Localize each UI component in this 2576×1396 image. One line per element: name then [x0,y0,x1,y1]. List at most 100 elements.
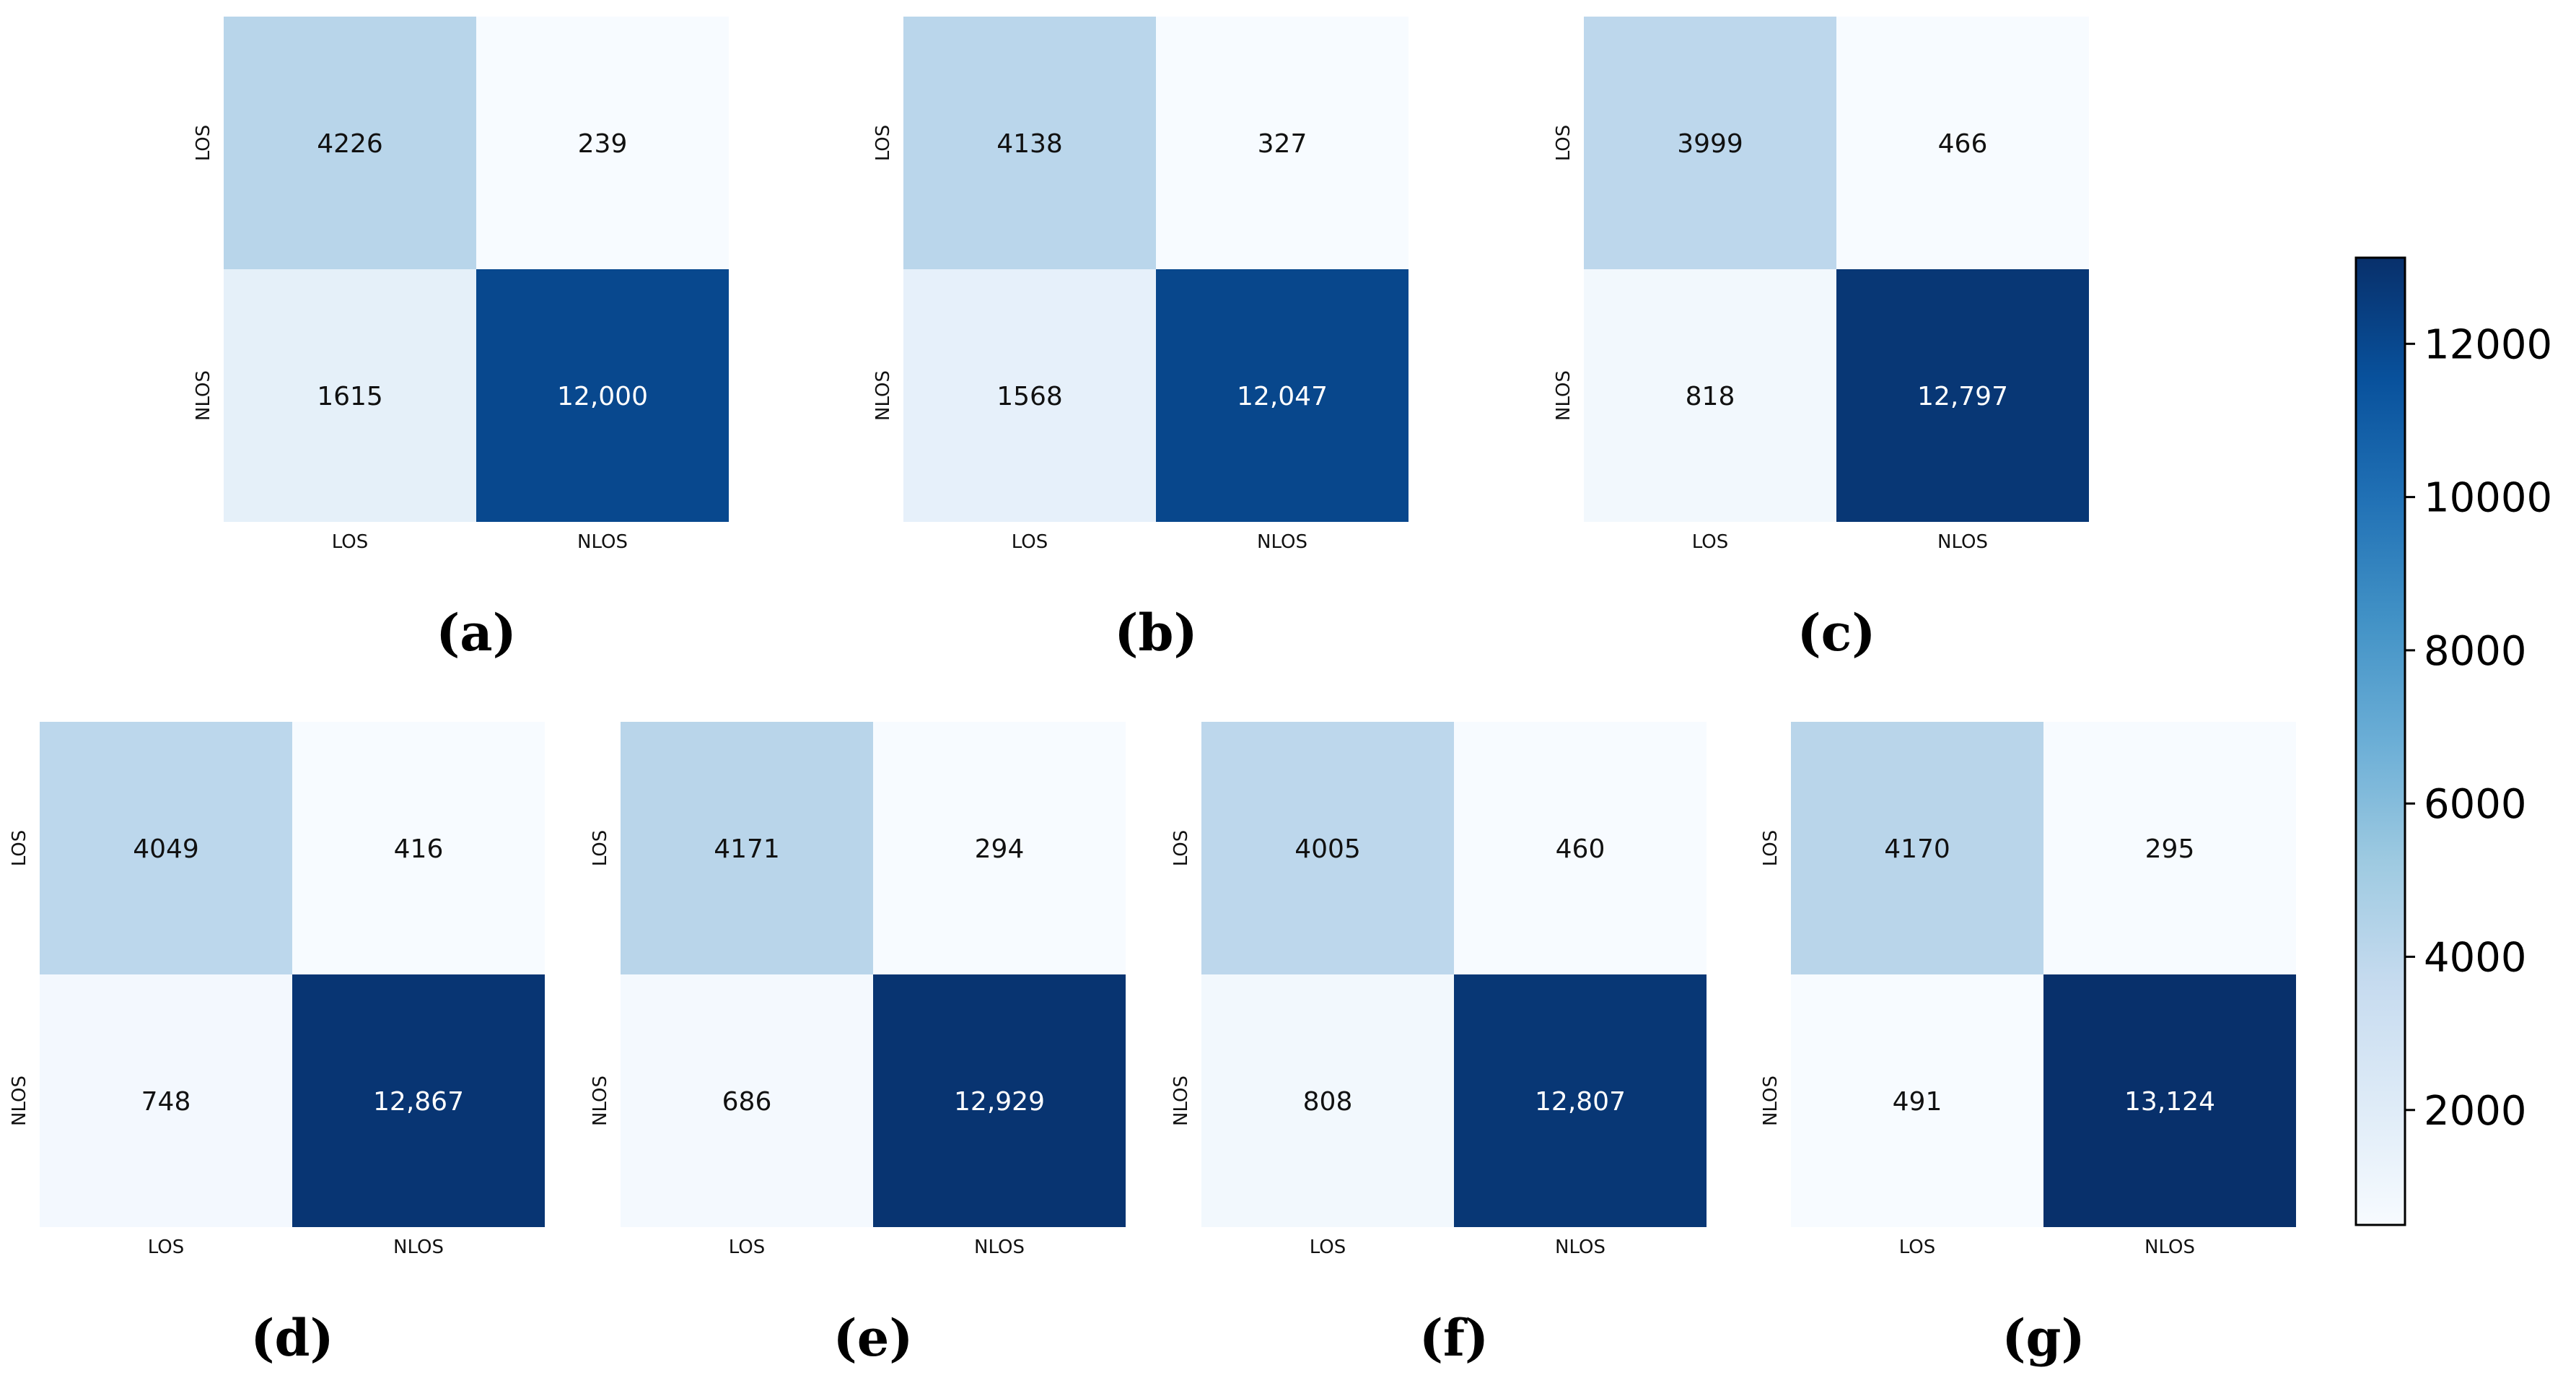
cell-value-label: 295 [2145,834,2195,864]
x-tick-label: NLOS [1937,531,1988,553]
heatmap-cell [1791,974,2043,1227]
cell-value-label: 1568 [996,382,1063,411]
cell-value-label: 416 [394,834,444,864]
x-tick-label: NLOS [2145,1236,2195,1258]
y-tick-label: NLOS [9,1076,30,1126]
cell-value-label: 4171 [714,834,780,864]
cell-value-label: 12,000 [557,382,648,411]
x-tick-label: NLOS [1257,531,1307,553]
cell-value-label: 4005 [1294,834,1361,864]
x-tick-label: LOS [148,1236,185,1258]
cell-value-label: 460 [1556,834,1605,864]
cell-value-label: 327 [1258,129,1307,159]
cell-value-label: 12,929 [954,1087,1045,1117]
heatmap-cell [40,974,292,1227]
panel-label: (g) [2002,1308,2085,1368]
y-tick-label: NLOS [193,370,214,421]
y-tick-label: LOS [193,125,214,162]
y-tick-label: NLOS [1553,370,1574,421]
heatmap-cell [873,974,1126,1227]
heatmap-cell [2043,974,2296,1227]
y-tick-label: LOS [9,830,30,867]
cell-value-label: 4226 [317,129,383,159]
x-tick-label: NLOS [974,1236,1025,1258]
heatmap-cell [292,974,545,1227]
heatmap-cell [476,17,729,269]
colorbar-tick-label: 12000 [2424,321,2552,368]
cell-value-label: 748 [141,1087,191,1117]
colorbar-tick-label: 6000 [2424,781,2527,828]
heatmap-cell [873,722,1126,974]
cell-value-label: 818 [1686,382,1735,411]
heatmap-cell [1791,722,2043,974]
cell-value-label: 466 [1938,129,1988,159]
y-tick-label: NLOS [1760,1076,1782,1126]
y-tick-label: LOS [872,125,894,162]
panel-label: (d) [250,1308,333,1368]
x-tick-label: LOS [1310,1236,1346,1258]
heatmap-cell [1836,269,2089,522]
y-tick-label: LOS [1760,830,1782,867]
cell-value-label: 4170 [1884,834,1950,864]
heatmap-cell [903,17,1156,269]
heatmap-cell [1156,17,1409,269]
heatmap-cell [1454,722,1707,974]
heatmap-cell [2043,722,2296,974]
panel-label: (c) [1797,603,1876,663]
heatmap-cell [1201,722,1454,974]
heatmap-cell [224,269,476,522]
cell-value-label: 1615 [317,382,383,411]
heatmap-cell [1584,269,1836,522]
colorbar-tick-label: 4000 [2424,934,2527,981]
y-tick-label: NLOS [872,370,894,421]
cell-value-label: 239 [578,129,628,159]
panel-label: (f) [1419,1308,1489,1368]
panel-label: (a) [436,603,517,663]
cell-value-label: 4049 [133,834,199,864]
heatmap-cell [292,722,545,974]
cell-value-label: 294 [975,834,1025,864]
x-tick-label: LOS [729,1236,766,1258]
x-tick-label: LOS [332,531,369,553]
heatmap-cell [476,269,729,522]
x-tick-label: LOS [1012,531,1048,553]
cell-value-label: 3999 [1677,129,1743,159]
x-tick-label: NLOS [393,1236,444,1258]
heatmap-cell [903,269,1156,522]
x-tick-label: NLOS [1555,1236,1605,1258]
heatmap-cell [1156,269,1409,522]
cell-value-label: 12,797 [1917,382,2008,411]
cell-value-label: 13,124 [2124,1087,2215,1117]
colorbar-tick-label: 2000 [2424,1088,2527,1135]
heatmap-cell [1454,974,1707,1227]
colorbar [2354,256,2406,1226]
colorbar-tick-label: 10000 [2424,475,2552,522]
x-tick-label: NLOS [577,531,628,553]
cell-value-label: 12,807 [1535,1087,1626,1117]
heatmap-cell [224,17,476,269]
heatmap-cell [1201,974,1454,1227]
cell-value-label: 808 [1303,1087,1353,1117]
y-tick-label: NLOS [1170,1076,1192,1126]
cell-value-label: 12,047 [1237,382,1328,411]
cell-value-label: 4138 [996,129,1063,159]
x-tick-label: LOS [1899,1236,1936,1258]
panel-label: (b) [1114,603,1197,663]
y-tick-label: LOS [1553,125,1574,162]
panel-label: (e) [833,1308,914,1368]
y-tick-label: LOS [1170,830,1192,867]
x-tick-label: LOS [1692,531,1729,553]
y-tick-label: LOS [590,830,611,867]
heatmap-cell [621,722,873,974]
heatmap-cell [1836,17,2089,269]
cell-value-label: 12,867 [373,1087,464,1117]
y-tick-label: NLOS [590,1076,611,1126]
heatmap-cell [621,974,873,1227]
heatmap-cell [40,722,292,974]
colorbar-tick-label: 8000 [2424,628,2527,675]
heatmap-cell [1584,17,1836,269]
cell-value-label: 491 [1893,1087,1942,1117]
cell-value-label: 686 [722,1087,772,1117]
